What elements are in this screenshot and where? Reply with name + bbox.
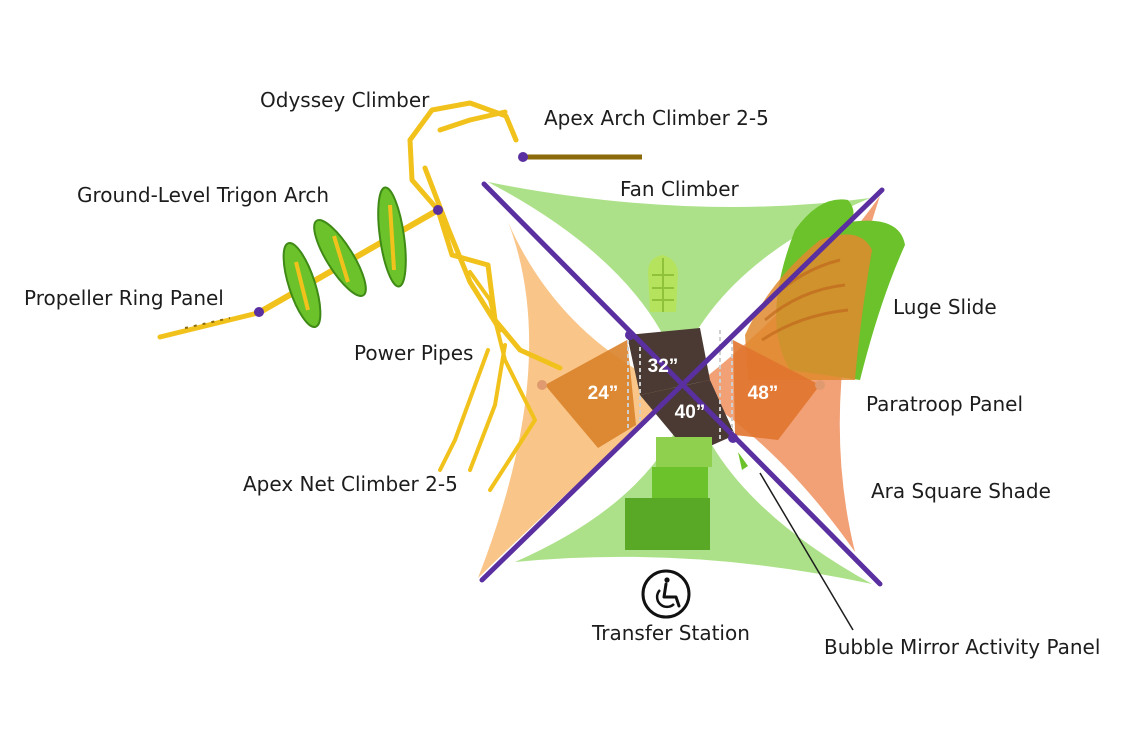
post-diagonal-b xyxy=(479,187,885,583)
deck-railings xyxy=(627,330,733,440)
transfer-platform-upper xyxy=(656,437,712,467)
wheelchair-accessibility-icon xyxy=(641,569,691,619)
transfer-step xyxy=(625,498,710,550)
deck-height-center: 40” xyxy=(675,402,706,423)
label-paratroop-panel: Paratroop Panel xyxy=(866,392,1023,416)
fan-climber xyxy=(648,255,678,312)
pipe-main-frame xyxy=(407,137,563,371)
deck-left xyxy=(545,340,636,448)
label-apex-arch-climber: Apex Arch Climber 2-5 xyxy=(544,106,769,130)
label-transfer-station: Transfer Station xyxy=(591,621,750,645)
deck-platforms xyxy=(545,328,820,455)
apex-arch-climber xyxy=(518,152,642,162)
label-power-pipes: Power Pipes xyxy=(354,341,473,365)
deck-height-left: 24” xyxy=(588,383,619,404)
odyssey-climber xyxy=(407,100,519,143)
shade-sail-top xyxy=(488,182,870,368)
deck-height-top: 32” xyxy=(648,356,679,377)
power-pipes xyxy=(407,100,563,492)
transfer-station-structure xyxy=(625,437,712,550)
bubble-mirror-pointer xyxy=(738,452,854,631)
arch-connector-dot xyxy=(518,152,528,162)
propeller-connector-dot xyxy=(254,307,264,317)
deck-corner-nodes xyxy=(537,330,825,443)
deck-right xyxy=(733,340,820,440)
luge-slide xyxy=(745,199,905,380)
propeller-ring-base xyxy=(157,307,264,340)
label-ara-square-shade: Ara Square Shade xyxy=(871,479,1051,503)
label-bubble-mirror-activity-panel: Bubble Mirror Activity Panel xyxy=(824,635,1100,659)
shade-posts xyxy=(479,181,885,587)
label-apex-net-climber: Apex Net Climber 2-5 xyxy=(243,472,458,496)
deck-height-right: 48” xyxy=(748,383,779,404)
deck-center xyxy=(640,380,735,455)
slide-chute-orange xyxy=(745,234,872,380)
label-odyssey-climber: Odyssey Climber xyxy=(260,88,430,112)
label-propeller-ring-panel: Propeller Ring Panel xyxy=(24,286,224,310)
trigon-connector-dot xyxy=(433,205,443,215)
label-ground-level-trigon-arch: Ground-Level Trigon Arch xyxy=(77,183,329,207)
apex-net-climber xyxy=(438,270,537,492)
propeller-ring-panel xyxy=(282,186,407,329)
label-luge-slide: Luge Slide xyxy=(893,295,997,319)
label-fan-climber: Fan Climber xyxy=(620,177,740,201)
